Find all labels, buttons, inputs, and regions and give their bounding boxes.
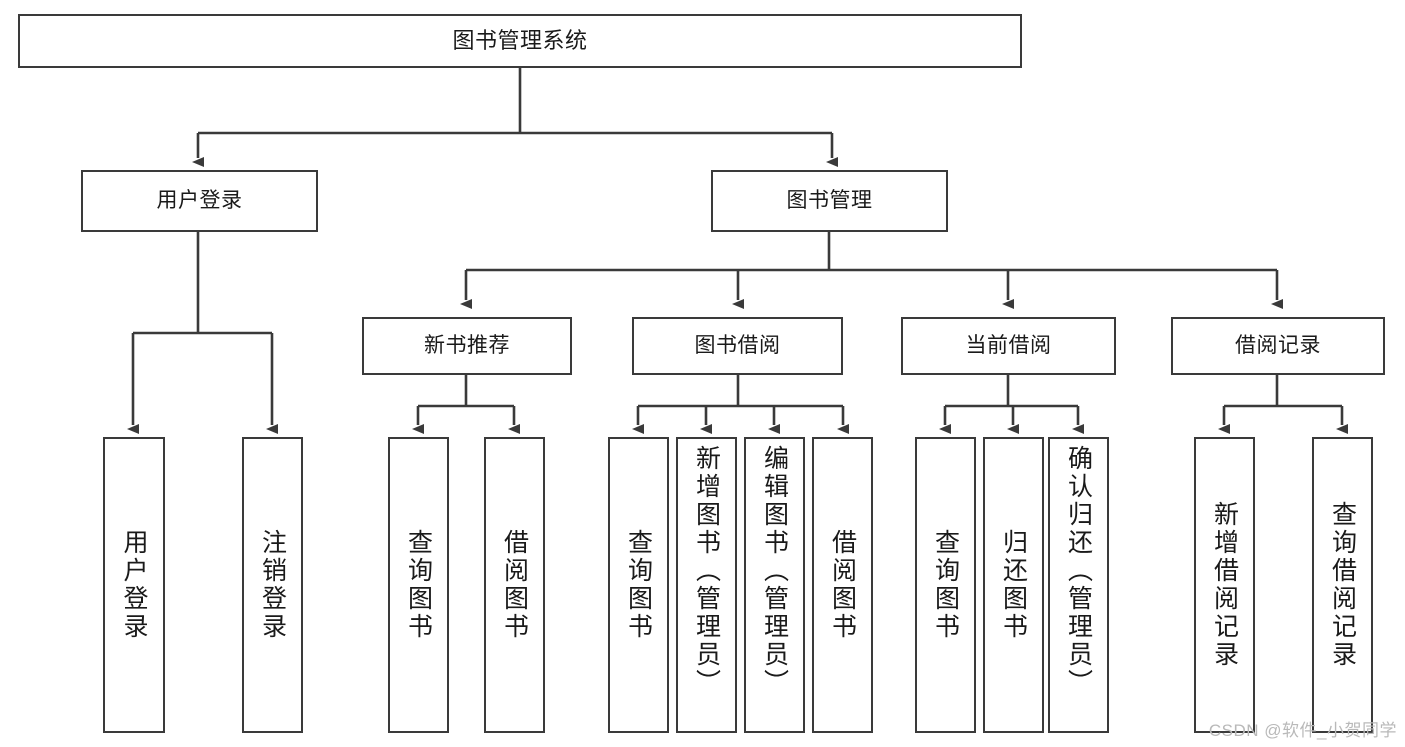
node-label: 注销登录 [258, 529, 287, 641]
node-label: 查询借阅记录 [1328, 501, 1357, 669]
leaf-recommend-query-book[interactable]: 查询图书 [388, 437, 449, 733]
node-label: 查询图书 [931, 529, 960, 641]
leaf-borrow-query-book[interactable]: 查询图书 [608, 437, 669, 733]
node-label: 当前借阅 [965, 334, 1052, 358]
node-label: 借阅图书 [828, 529, 857, 641]
node-label: 图书管理系统 [452, 27, 588, 53]
node-label: 图书管理 [786, 189, 873, 213]
leaf-record-query-record[interactable]: 查询借阅记录 [1312, 437, 1373, 733]
leaf-borrow-borrow-book[interactable]: 借阅图书 [812, 437, 873, 733]
node-label: 用户登录 [156, 189, 243, 213]
node-label: 用户登录 [120, 529, 148, 641]
watermark: CSDN @软件_小贺同学 [1208, 721, 1397, 740]
leaf-user-login-logout[interactable]: 注销登录 [242, 437, 303, 733]
node-book-borrow[interactable]: 图书借阅 [632, 317, 843, 375]
node-user-login[interactable]: 用户登录 [81, 170, 318, 232]
node-label: 新书推荐 [424, 334, 510, 358]
node-label: 借阅图书 [500, 529, 529, 641]
leaf-recommend-borrow-book[interactable]: 借阅图书 [484, 437, 545, 733]
node-label: 归还图书 [999, 529, 1028, 641]
node-label: 图书借阅 [694, 334, 781, 358]
node-label: 查询图书 [624, 529, 653, 641]
leaf-record-add-record[interactable]: 新增借阅记录 [1194, 437, 1255, 733]
node-label: 新增图书（管理员） [692, 445, 721, 697]
node-label: 新增借阅记录 [1210, 501, 1239, 669]
node-label: 确认归还（管理员） [1064, 445, 1093, 697]
leaf-borrow-edit-book-admin[interactable]: 编辑图书（管理员） [744, 437, 805, 733]
leaf-current-return-book[interactable]: 归还图书 [983, 437, 1044, 733]
node-current-borrow[interactable]: 当前借阅 [901, 317, 1116, 375]
node-new-book-recommend[interactable]: 新书推荐 [362, 317, 572, 375]
node-borrow-record[interactable]: 借阅记录 [1171, 317, 1385, 375]
leaf-current-confirm-return-admin[interactable]: 确认归还（管理员） [1048, 437, 1109, 733]
node-root-system[interactable]: 图书管理系统 [18, 14, 1022, 68]
node-label: 查询图书 [404, 529, 433, 641]
leaf-borrow-add-book-admin[interactable]: 新增图书（管理员） [676, 437, 737, 733]
leaf-user-login-login[interactable]: 用户登录 [103, 437, 165, 733]
node-label: 编辑图书（管理员） [760, 445, 789, 697]
leaf-current-query-book[interactable]: 查询图书 [915, 437, 976, 733]
node-book-management[interactable]: 图书管理 [711, 170, 948, 232]
node-label: 借阅记录 [1235, 334, 1321, 358]
